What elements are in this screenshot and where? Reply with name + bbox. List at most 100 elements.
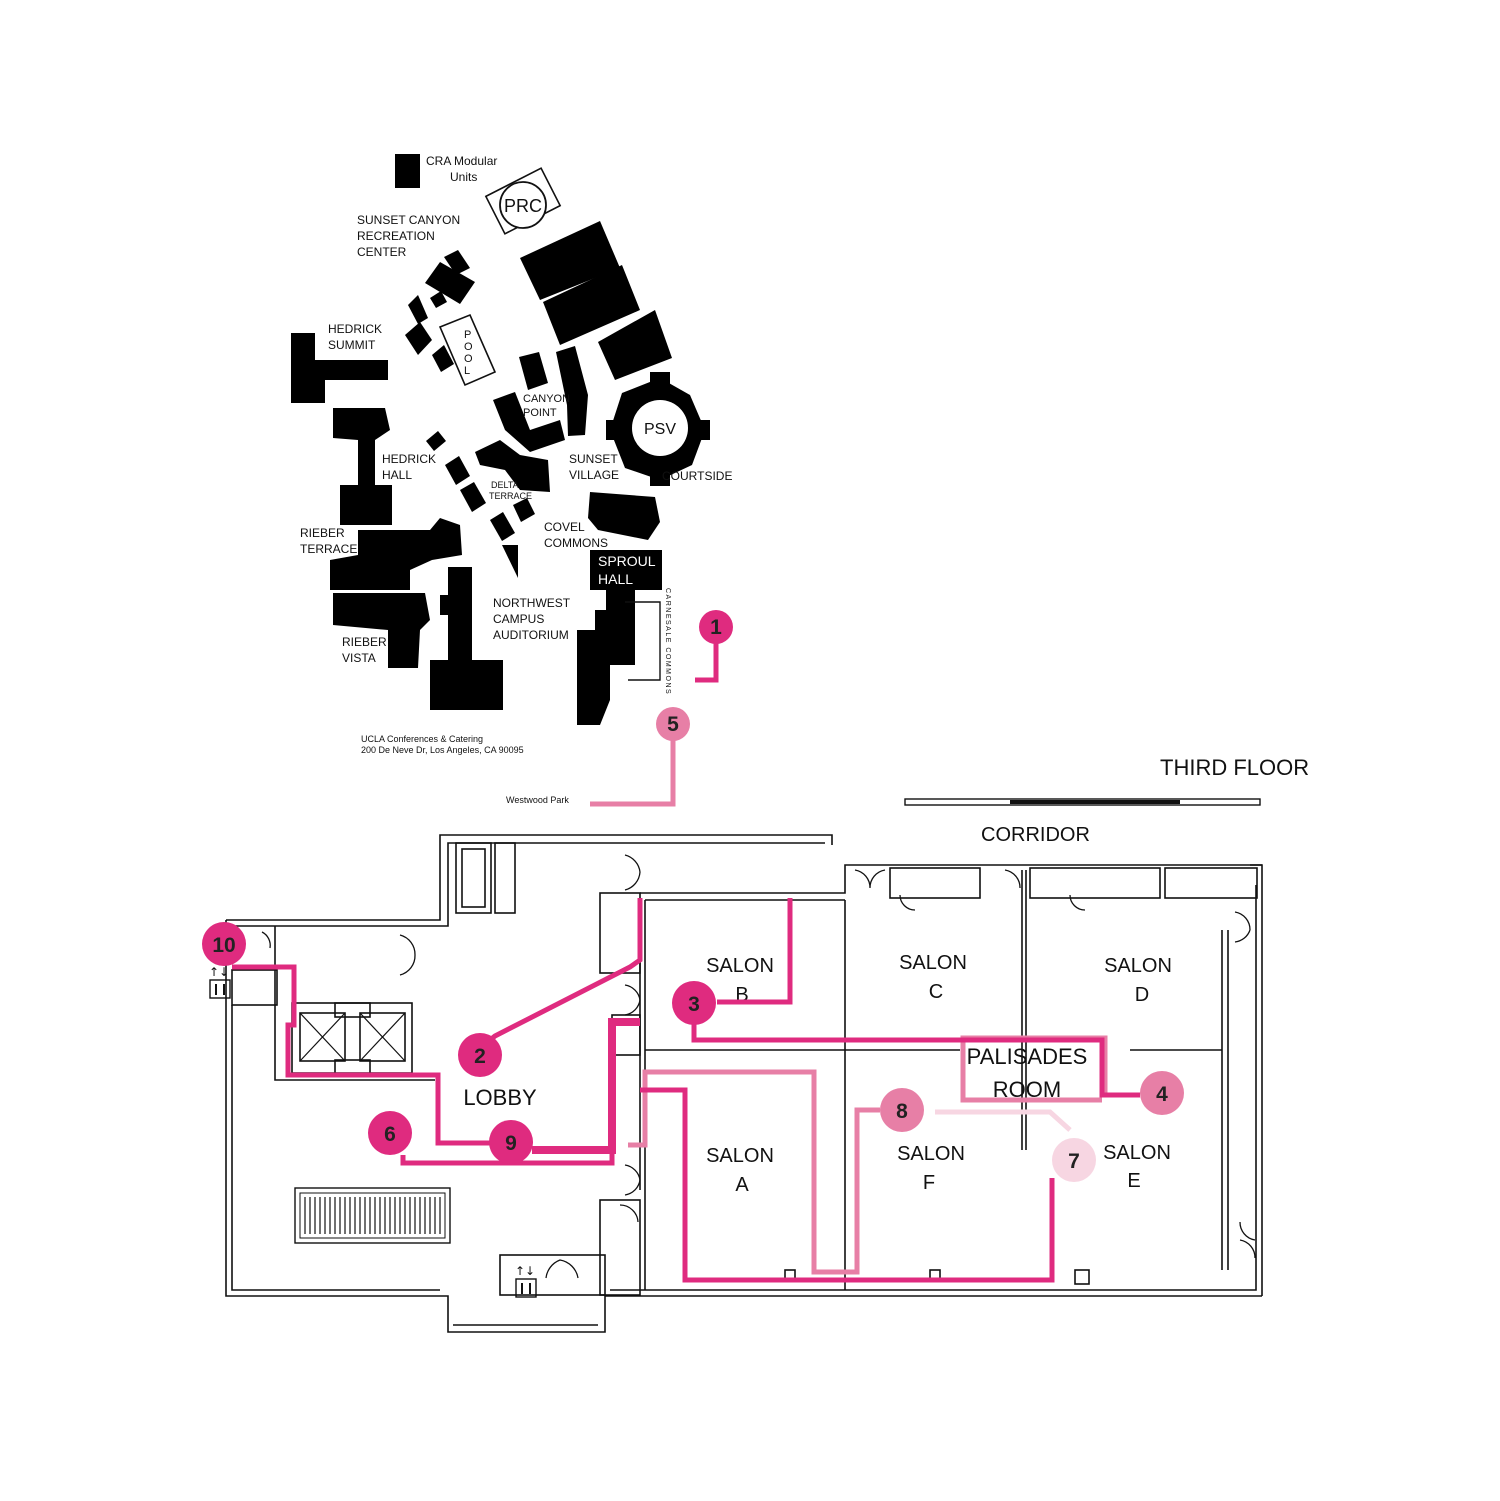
- route-3-path: [691, 1008, 1140, 1098]
- sproul-hall-wing: [577, 590, 635, 725]
- westwood-park-label: Westwood Park: [506, 795, 569, 805]
- third-floor-title: THIRD FLOOR: [1160, 755, 1309, 780]
- rieber-terrace-label-2: TERRACE: [300, 542, 357, 556]
- delta-terrace-block-6: [490, 512, 515, 541]
- marker-5-label: 5: [667, 713, 679, 736]
- route-8-path: [628, 1069, 880, 1275]
- marker-8-label: 8: [896, 1100, 908, 1123]
- salon-f-label-2: F: [923, 1172, 935, 1194]
- courtside-label: COURTSIDE: [662, 469, 732, 483]
- covel-commons-building: [588, 492, 660, 540]
- marker-10[interactable]: 10: [202, 922, 246, 966]
- marker-2[interactable]: 2: [458, 1033, 502, 1077]
- salon-a-label-2: A: [735, 1174, 749, 1196]
- rec-building-6: [432, 345, 454, 372]
- route-markers: 1 5 10 2 3 4 6 9 8 7: [202, 610, 1184, 1182]
- marker-6-label: 6: [384, 1123, 396, 1146]
- campus-map: CRA Modular Units PRC SUNSET CANYON RECR…: [291, 154, 732, 805]
- address-line-1: UCLA Conferences & Catering: [361, 734, 483, 744]
- delta-terrace-block-5: [513, 498, 535, 522]
- residence-block-2: [543, 265, 640, 345]
- rieber-terrace-label-1: RIEBER: [300, 526, 345, 540]
- marker-3-label: 3: [688, 993, 700, 1016]
- marker-1-label: 1: [710, 616, 722, 639]
- marker-4[interactable]: 4: [1140, 1071, 1184, 1115]
- delta-terrace-block-1: [426, 431, 446, 451]
- salon-b-label-1: SALON: [706, 955, 774, 977]
- covel-commons-label-1: COVEL: [544, 520, 585, 534]
- marker-9-label: 9: [505, 1132, 517, 1155]
- marker-7[interactable]: 7: [1052, 1138, 1096, 1182]
- salon-f-label-1: SALON: [897, 1143, 965, 1165]
- sunset-village-label-1: SUNSET: [569, 452, 618, 466]
- pool-letter-o2: O: [464, 353, 473, 365]
- rec-building-2: [444, 250, 470, 275]
- prc-label: PRC: [504, 196, 542, 216]
- rieber-vista-building: [333, 593, 430, 668]
- delta-label-2: TERRACE: [489, 491, 532, 501]
- delta-terrace-arrow: [502, 545, 518, 578]
- cra-units-label: Units: [450, 170, 477, 184]
- svg-text:↑↓: ↑↓: [515, 1264, 535, 1278]
- canyon-point-building-3: [493, 392, 565, 452]
- sproul-hall-label-2: HALL: [598, 571, 633, 587]
- canyon-point-label-1: CANYON: [523, 393, 570, 405]
- sproul-hall-building: [590, 550, 662, 590]
- prc-building: PRC: [484, 167, 562, 235]
- marker-1[interactable]: 1: [699, 610, 733, 644]
- marker-6[interactable]: 6: [368, 1111, 412, 1155]
- marker-3[interactable]: 3: [672, 981, 716, 1025]
- route-5-path: [590, 724, 676, 807]
- salon-a-label-1: SALON: [706, 1145, 774, 1167]
- northwest-label-2: CAMPUS: [493, 612, 544, 626]
- rieber-vista-label-1: RIEBER: [342, 635, 387, 649]
- hedrick-summit-building: [291, 333, 388, 403]
- hedrick-hall-building: [333, 408, 392, 525]
- salon-c-label-2: C: [929, 981, 943, 1003]
- rec-building-5: [405, 322, 432, 355]
- residence-block-3: [598, 310, 672, 380]
- salon-c-label-1: SALON: [899, 952, 967, 974]
- delta-terrace-block-3: [460, 482, 486, 512]
- hedrick-hall-label-2: HALL: [382, 468, 412, 482]
- rec-building-1: [425, 262, 475, 304]
- carnesale-outline: [625, 601, 661, 681]
- route-10-path: [232, 964, 491, 1146]
- pool: P O O L: [438, 313, 497, 387]
- sunset-canyon-label-3: CENTER: [357, 245, 407, 259]
- route-9-path: [532, 1018, 640, 1154]
- corridor-wall: [904, 798, 1261, 806]
- sunset-canyon-label-2: RECREATION: [357, 229, 435, 243]
- salon-e-label-1: SALON: [1103, 1142, 1171, 1164]
- marker-9[interactable]: 9: [489, 1120, 533, 1164]
- route-3b-path: [717, 898, 793, 1005]
- sunset-canyon-label-1: SUNSET CANYON: [357, 213, 460, 227]
- address-line-2: 200 De Neve Dr, Los Angeles, CA 90095: [361, 745, 524, 755]
- cra-modular-label: CRA Modular: [426, 154, 497, 168]
- psv-building: PSV: [606, 372, 710, 486]
- canyon-point-label-2: POINT: [523, 407, 557, 419]
- marker-2-label: 2: [474, 1045, 486, 1068]
- canyon-point-building-2: [556, 346, 588, 436]
- delta-terrace-block-2: [445, 456, 470, 485]
- marker-5[interactable]: 5: [656, 707, 690, 741]
- route-7-path: [935, 1109, 1072, 1132]
- pool-letter-o1: O: [464, 341, 473, 353]
- salon-d-label-2: D: [1135, 984, 1149, 1006]
- salon-e-label-2: E: [1127, 1170, 1140, 1192]
- rec-building-3: [408, 295, 428, 324]
- lobby-label: LOBBY: [463, 1085, 537, 1110]
- covel-commons-label-2: COMMONS: [544, 536, 608, 550]
- marker-8[interactable]: 8: [880, 1088, 924, 1132]
- delta-terrace-block-4: [475, 440, 550, 492]
- northwest-auditorium-building: [430, 567, 503, 710]
- residence-block-1: [520, 221, 620, 300]
- marker-10-label: 10: [212, 934, 235, 957]
- route-1-path: [695, 640, 719, 683]
- delta-label-1: DELTA: [491, 480, 519, 490]
- psv-label: PSV: [644, 421, 676, 438]
- sproul-hall-label-1: SPROUL: [598, 553, 656, 569]
- corridor-label: CORRIDOR: [981, 824, 1090, 846]
